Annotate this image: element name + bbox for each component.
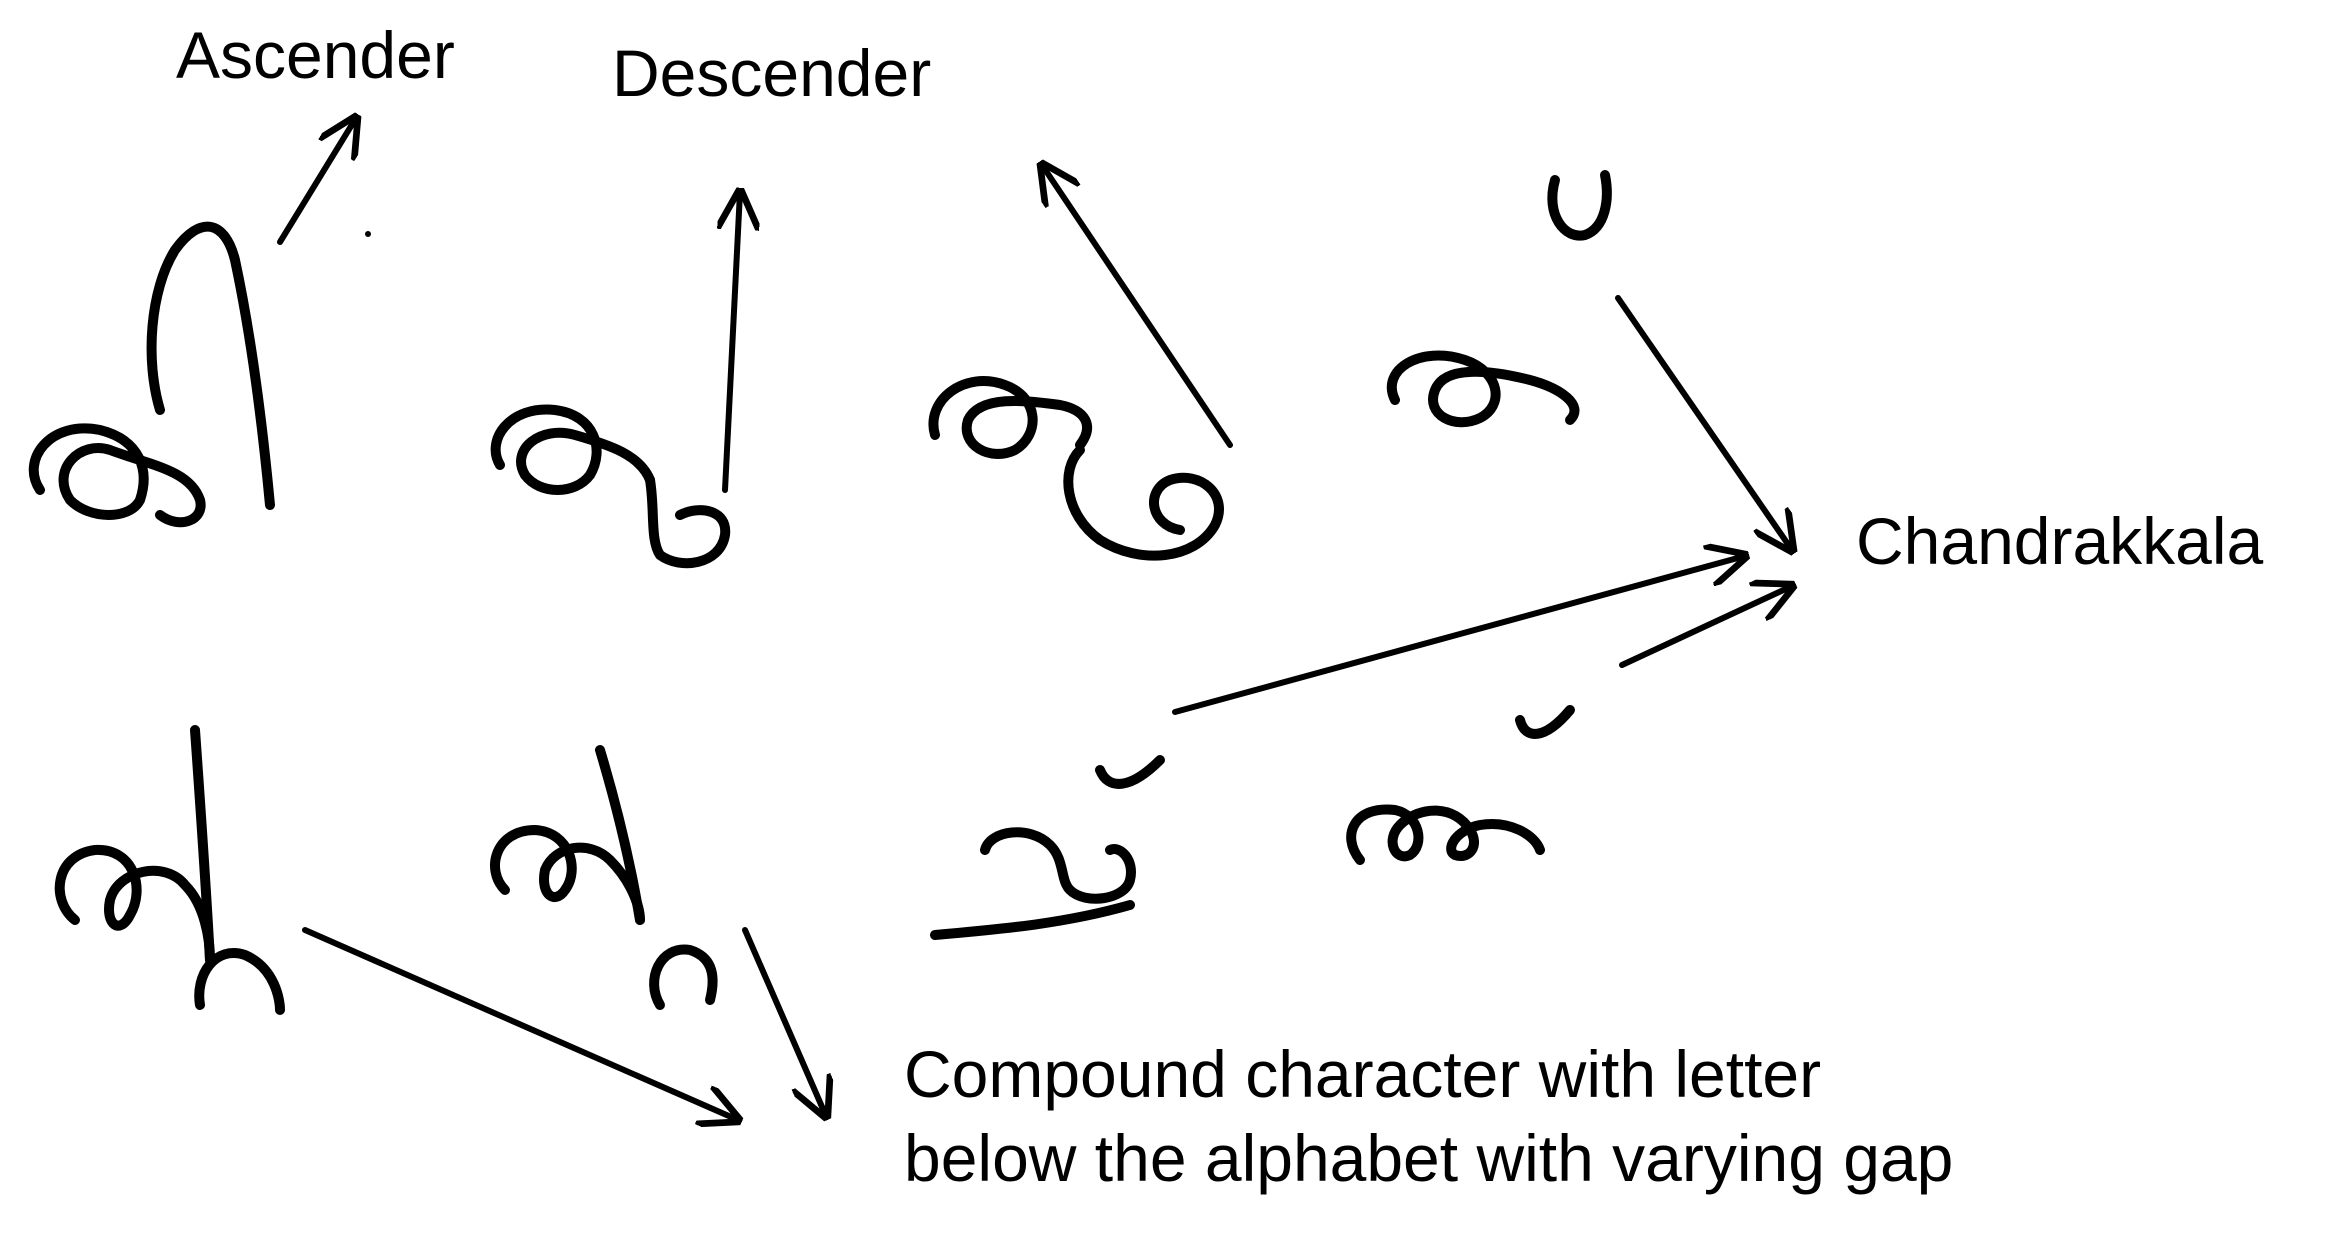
arrow-compound-2 <box>742 927 826 1116</box>
arrow-descender-koo <box>1042 165 1233 448</box>
label-compound-line2: below the alphabet with varying gap <box>904 1120 1954 1195</box>
label-descender: Descender <box>612 36 932 110</box>
glyph-ki-ascender <box>28 221 275 528</box>
label-compound-character: Compound character with letter below the… <box>904 1033 1953 1201</box>
glyph-ch-chandrakkala <box>930 755 1165 940</box>
arrow-compound-1 <box>302 927 738 1120</box>
stray-dot <box>365 231 371 237</box>
arrow-chandrakkala-ch <box>1172 556 1745 715</box>
glyph-compound-2 <box>490 745 718 1010</box>
glyph-compound-1 <box>54 725 285 1015</box>
arrow-descender-ku <box>725 192 740 493</box>
label-ascender: Ascender <box>176 18 455 92</box>
glyph-nh-chandrakkala <box>1346 705 1575 865</box>
glyph-koo-descender <box>928 376 1224 561</box>
label-compound-line1: Compound character with letter <box>904 1037 1822 1111</box>
arrow-chandrakkala-k <box>1615 295 1792 550</box>
arrow-chandrakkala-nh <box>1619 586 1792 668</box>
arrow-ascender <box>277 118 356 245</box>
glyph-ku-descender <box>490 404 731 569</box>
glyph-k-chandrakkala <box>1386 170 1612 428</box>
label-chandrakkala: Chandrakkala <box>1856 504 2264 578</box>
